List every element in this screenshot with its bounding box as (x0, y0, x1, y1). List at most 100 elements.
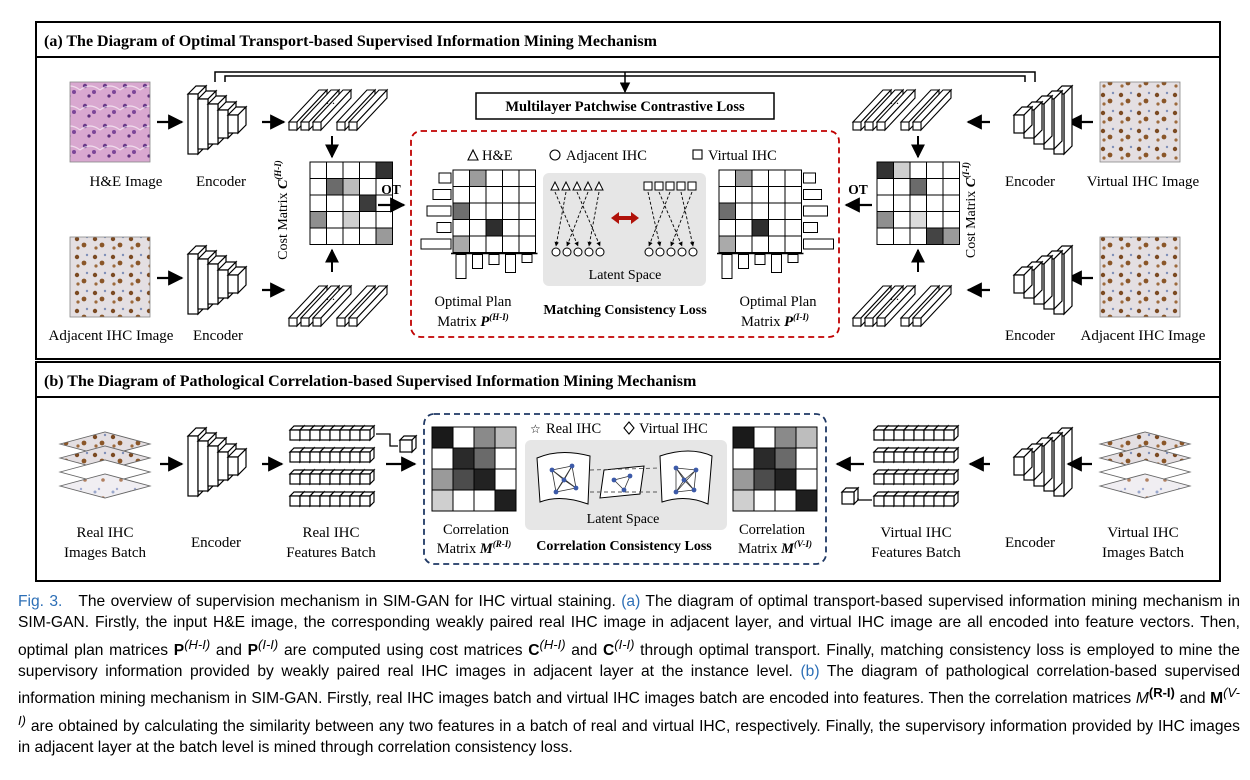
correlation-cell (795, 468, 818, 491)
correlation-cell (452, 468, 475, 491)
plan-matrix-cell (452, 219, 470, 237)
correlation-right-line1: Correlation (739, 522, 806, 538)
caption-link-b[interactable]: (b) (800, 663, 820, 681)
cost-matrix-cell (309, 211, 327, 229)
square-icon (665, 181, 675, 191)
caption-superscript: (H-I) (539, 636, 566, 652)
triangle-icon (583, 180, 593, 191)
cost-matrix-cell (309, 178, 327, 196)
cost-matrix-cell (909, 178, 927, 196)
circle-icon (595, 247, 605, 257)
cost-matrix-cell (893, 211, 911, 229)
feature-cell (289, 451, 301, 463)
correlation-cell (473, 489, 496, 512)
match-arrow (587, 191, 600, 247)
cost-matrix-cell (876, 227, 894, 245)
plan-matrix-cell (485, 169, 503, 187)
circle-icon (655, 247, 665, 257)
encoder-slab (217, 451, 229, 481)
feature-cell (359, 451, 371, 463)
correlation-cell (753, 489, 776, 512)
graph-edge (623, 475, 631, 491)
feature-cell (893, 473, 905, 485)
panel-b-title-box (35, 361, 1221, 398)
graph-edge (693, 469, 697, 491)
circle-icon (551, 247, 561, 257)
correlation-consistency-loss-label: Correlation Consistency Loss (536, 539, 712, 554)
feature-cell (289, 473, 301, 485)
feature-vector (336, 317, 346, 327)
feature-cell (903, 473, 915, 485)
plan-matrix-cell (485, 186, 503, 204)
plan-matrix-cell (485, 235, 503, 253)
plan-matrix-cell (718, 169, 736, 187)
plan-matrix-cell (502, 169, 520, 187)
graph-edge (571, 465, 577, 489)
correlation-cell (753, 426, 776, 449)
triangle-icon (561, 180, 571, 191)
cost-matrix-cell (375, 211, 393, 229)
correlation-left-line1: Correlation (443, 522, 510, 538)
encoder-label: Encoder (1005, 535, 1055, 551)
feature-cell (913, 451, 925, 463)
feature-cell (873, 495, 885, 507)
cost-matrix-cell (342, 211, 360, 229)
correlation-cell (452, 447, 475, 470)
feature-cell (883, 495, 895, 507)
marginal-bar (803, 172, 816, 184)
graph-edge (613, 475, 631, 481)
square-icon (643, 181, 653, 191)
manifold-plane (599, 465, 645, 499)
correlation-cell (494, 468, 517, 491)
caption-link-a[interactable]: (a) (621, 593, 641, 610)
encoder-slab (1063, 84, 1073, 156)
graph-edge (551, 465, 573, 471)
caption-text: and (1179, 690, 1206, 708)
double-arrow-icon (611, 212, 639, 224)
real-batch-label-2: Images Batch (64, 545, 147, 561)
plan-matrix-cell (718, 219, 736, 237)
caption-superscript: (R-I) (1148, 685, 1175, 701)
cost-matrix-cell (909, 227, 927, 245)
plan-matrix-cell (518, 219, 536, 237)
encoder-slab (1013, 114, 1025, 134)
feature-vector (876, 317, 886, 327)
diamond-icon (623, 421, 635, 435)
plan-matrix-cell (485, 219, 503, 237)
encoder-slab (1013, 274, 1025, 294)
cost-matrix-cell (359, 227, 377, 245)
circle-icon (562, 247, 572, 257)
cost-matrix-left-label: Cost Matrix C(H-I) (273, 160, 291, 260)
cost-matrix-cell (893, 161, 911, 179)
feature-cell (873, 429, 885, 441)
feature-vector (348, 317, 358, 327)
triangle-icon (572, 180, 582, 191)
marginal-bar (472, 254, 483, 269)
encoder-slab (1043, 254, 1053, 306)
marginal-bar (488, 254, 500, 265)
plan-matrix-cell (784, 202, 802, 220)
cost-matrix-cell (342, 178, 360, 196)
feature-cell (349, 451, 361, 463)
graph-edge (675, 467, 697, 471)
plan-matrix-cell (502, 202, 520, 220)
matching-consistency-loss-label: Matching Consistency Loss (543, 303, 707, 318)
batch-image (58, 473, 152, 499)
correlation-cell (774, 489, 797, 512)
contrastive-loss-box (475, 92, 775, 120)
correlation-cell (753, 468, 776, 491)
cost-matrix-cell (375, 194, 393, 212)
feature-cell (883, 451, 895, 463)
feature-cell (923, 429, 935, 441)
feature-cell (339, 429, 351, 441)
feature-cell (289, 495, 301, 507)
cost-matrix-cell (326, 178, 344, 196)
caption-superscript: (H-I) (184, 636, 211, 652)
latent-space-a (543, 173, 706, 286)
feature-vector (312, 121, 322, 131)
feature-summary (399, 439, 413, 453)
correlation-cell (732, 447, 755, 470)
cost-matrix-cell (909, 161, 927, 179)
plan-matrix-cell (469, 219, 487, 237)
feature-cell (359, 495, 371, 507)
